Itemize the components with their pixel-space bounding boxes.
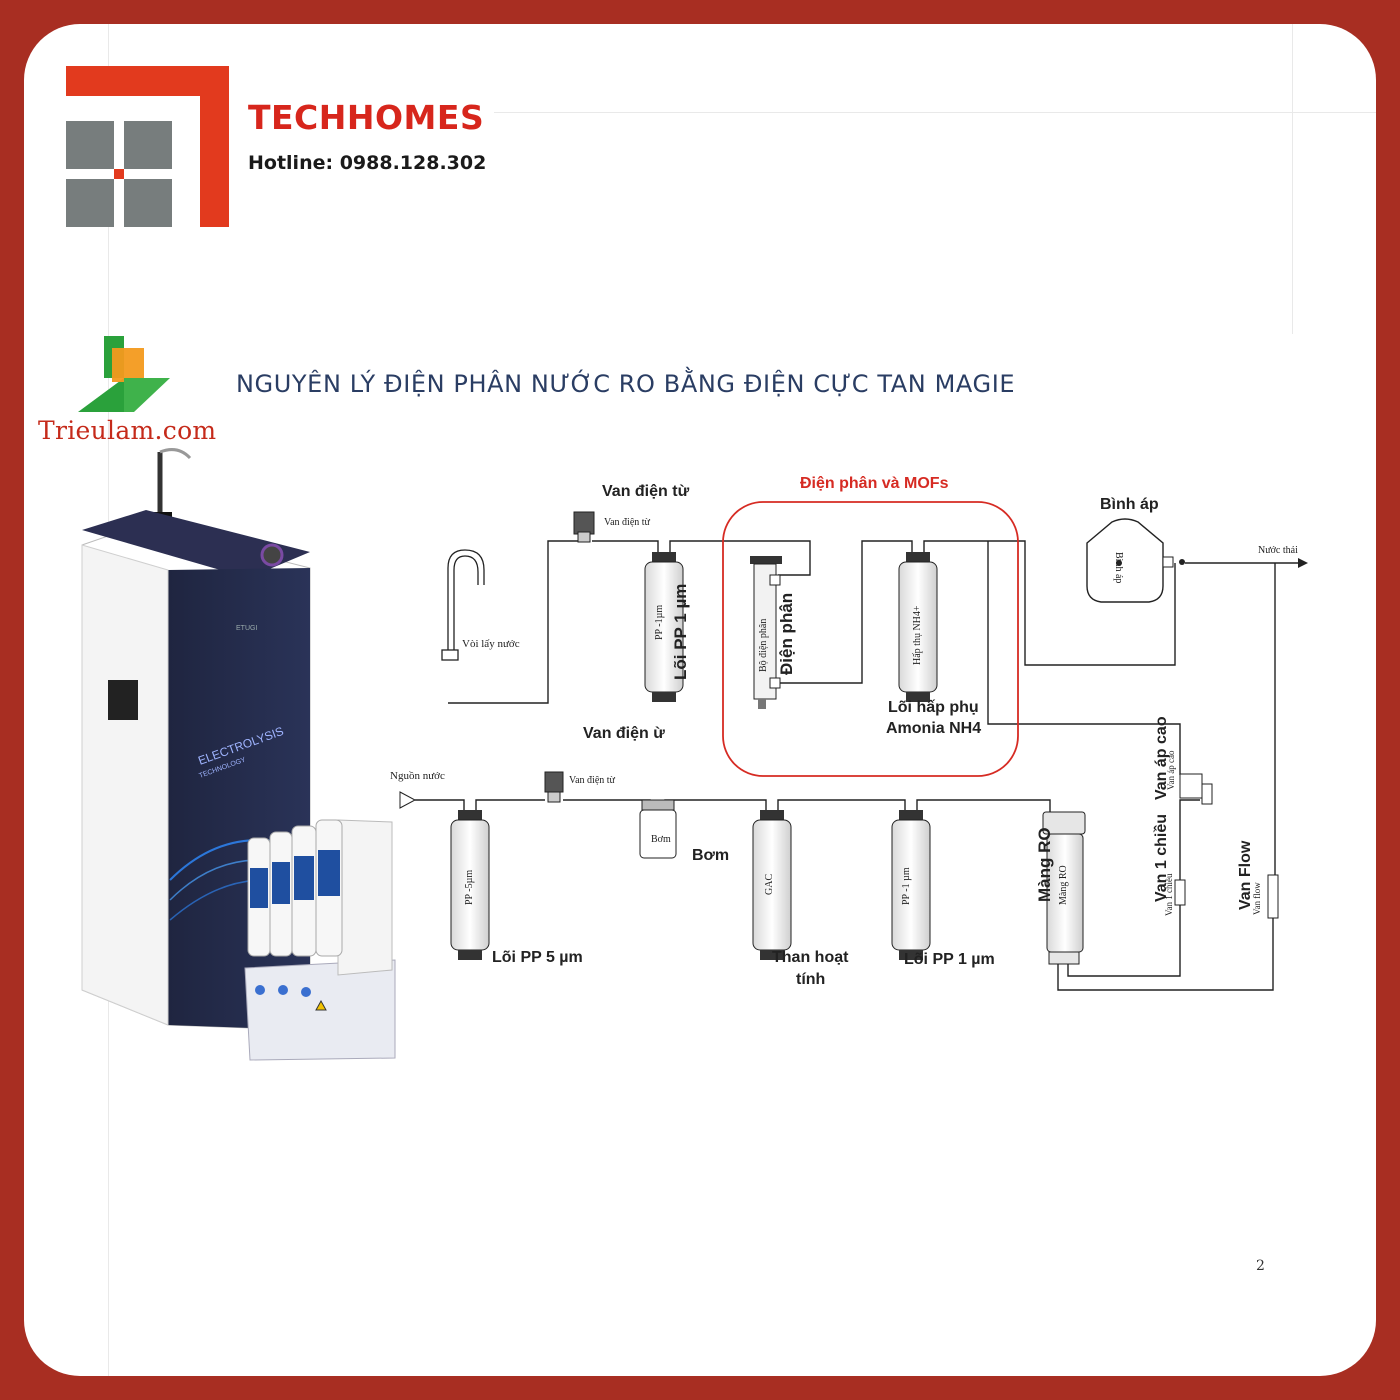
brand-name: TECHHOMES — [248, 98, 485, 137]
check-valve-label: Van 1 chiều — [1153, 814, 1170, 902]
trieulam-logo-icon — [78, 336, 170, 412]
pressure-tank-icon — [1086, 518, 1185, 603]
pp1-bottom-label: Lõi PP 1 µm — [904, 951, 995, 968]
source-inlet-icon — [399, 791, 417, 809]
gac-label-line1: Than hoạt — [772, 949, 849, 966]
flow-valve-label: Van Flow — [1237, 840, 1254, 910]
source-label: Nguồn nước — [390, 770, 445, 782]
pp5-small-label: PP -5µm — [464, 870, 475, 905]
page-number: 2 — [1256, 1258, 1265, 1274]
flow-valve-icon — [1267, 874, 1279, 919]
check-valve-icon — [1174, 879, 1186, 906]
check-valve-small-label: Van 1 chiều — [1164, 873, 1174, 916]
nh4-small-label: Hấp thụ NH4+ — [912, 605, 923, 665]
pump-small-label: Bơm — [651, 834, 671, 845]
faucet-icon — [441, 549, 485, 661]
guide-line — [1292, 24, 1293, 334]
valve-top-bottom-label: Van điện ừ — [583, 725, 665, 742]
pp1-top-small-label: PP -1µm — [654, 605, 665, 640]
faucet-label: Vòi lấy nước — [462, 638, 520, 650]
nh4-label-line1: Lõi hấp phụ — [888, 699, 979, 716]
ro-membrane-icon — [1042, 811, 1086, 965]
nh4-cartridge-icon — [898, 552, 938, 702]
electrolysis-label: Điện phân — [777, 593, 796, 675]
hp-valve-small-label: Van áp cao — [1166, 750, 1176, 790]
electrolysis-small-label: Bộ điện phân — [758, 619, 769, 672]
gac-small-label: GAC — [764, 874, 775, 895]
electrolysis-unit-icon — [750, 556, 782, 709]
diagram-title: NGUYÊN LÝ ĐIỆN PHÂN NƯỚC RO BẰNG ĐIỆN CỰ… — [236, 370, 1016, 398]
mofs-group-box — [722, 501, 1019, 777]
nh4-label-line2: Amonia NH4 — [886, 720, 981, 737]
ro-label: Màng RO — [1035, 827, 1054, 902]
guide-line — [494, 112, 1376, 113]
mofs-label: Điện phân và MOFs — [800, 475, 949, 492]
pp1-bottom-small-label: PP -1 µm — [901, 867, 912, 905]
valve-top-small-label: Van điện từ — [604, 517, 651, 528]
tank-label: Bình áp — [1100, 496, 1159, 513]
solenoid-valve-bottom-icon — [544, 771, 564, 803]
high-pressure-valve-icon — [1179, 773, 1213, 805]
pp1-bottom-cartridge-icon — [891, 810, 931, 960]
solenoid-valve-top-icon — [573, 511, 595, 543]
pp5-cartridge-icon — [450, 810, 490, 960]
techhomes-logo — [66, 66, 229, 227]
pp5-label: Lõi PP 5 µm — [492, 949, 583, 966]
product-brand-print: ETUGI — [236, 625, 257, 632]
gac-label-line2: tính — [796, 971, 825, 988]
hotline: Hotline: 0988.128.302 — [248, 152, 487, 174]
hp-valve-label: Van áp cao — [1153, 716, 1170, 800]
valve-top-label: Van điện từ — [602, 483, 690, 500]
waste-arrow-icon — [1298, 558, 1308, 568]
pp1-top-label: Lõi PP 1 µm — [671, 584, 690, 680]
gac-cartridge-icon — [752, 810, 792, 960]
tank-small-label: Bình áp — [1113, 552, 1124, 583]
pump-icon — [639, 799, 677, 859]
ro-small-label: Màng RO — [1058, 865, 1069, 905]
flow-valve-small-label: Van flow — [1252, 882, 1262, 915]
water-purifier-photo: ETUGI ELECTROLYSIS TECHNOLOGY — [81, 448, 396, 1061]
trieulam-site: Trieulam.com — [38, 416, 217, 445]
pp1-top-cartridge-icon — [644, 552, 684, 702]
valve-bottom-label: Van điện từ — [569, 775, 616, 786]
pump-label: Bơm — [692, 847, 729, 864]
waste-label: Nước thải — [1258, 545, 1298, 556]
